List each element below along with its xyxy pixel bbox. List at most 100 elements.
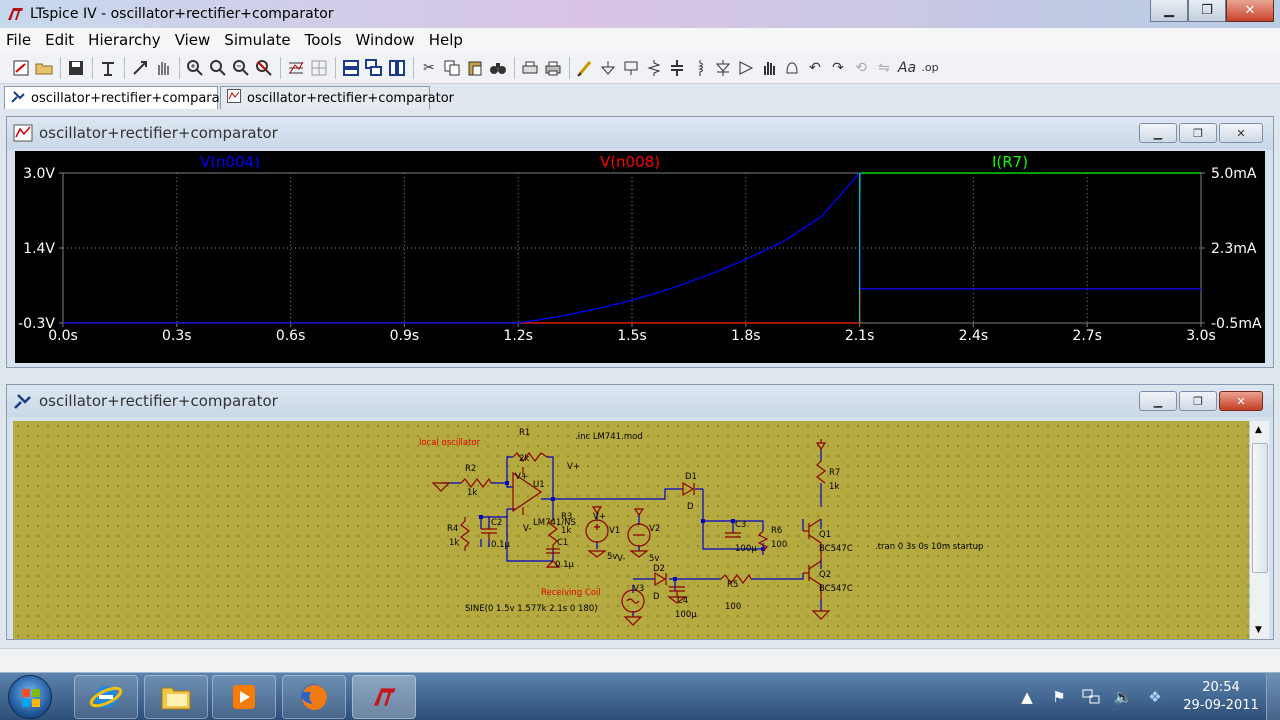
menu-edit[interactable]: Edit <box>45 31 75 49</box>
diode-icon[interactable] <box>712 57 734 79</box>
autorange-icon[interactable] <box>285 57 307 79</box>
scroll-down-icon[interactable]: ▼ <box>1255 625 1262 635</box>
mark-grid-icon[interactable] <box>308 57 330 79</box>
control-panel-icon[interactable] <box>97 57 119 79</box>
zoom-out-icon[interactable] <box>230 57 252 79</box>
x-tick-label: 0.9s <box>390 328 420 344</box>
system-tray: ▲ ⚑ 🔈 ❖ 20:54 29-09-2011 <box>1016 673 1280 720</box>
inductor-icon[interactable] <box>689 57 711 79</box>
ltspice-logo-icon <box>373 688 396 706</box>
minimize-button[interactable]: ▁ <box>1150 0 1188 22</box>
find-binoculars-icon[interactable] <box>487 57 509 79</box>
show-desktop-button[interactable] <box>1266 673 1280 720</box>
schematic-canvas[interactable]: local oscillator Receiving Coil .inc LM7… <box>13 421 1251 639</box>
media-player-button[interactable] <box>212 675 276 719</box>
copy-icon[interactable] <box>441 57 463 79</box>
tile-vertical-icon[interactable] <box>386 57 408 79</box>
schematic-window-header: oscillator+rectifier+comparator ▁ ❐ ✕ <box>7 385 1273 417</box>
v3-sine-value: SINE(0 1.5v 1.577k 2.1s 0 180) <box>465 604 598 614</box>
close-button[interactable]: ✕ <box>1219 123 1263 143</box>
minimize-icon: ▁ <box>1153 126 1163 140</box>
close-button[interactable]: ✕ <box>1219 391 1263 411</box>
d1-name: D1 <box>685 472 697 482</box>
zoom-in-icon[interactable] <box>184 57 206 79</box>
ltspice-taskbar-button[interactable] <box>352 675 416 719</box>
maximize-button[interactable]: ❐ <box>1188 0 1226 22</box>
resistor-icon[interactable] <box>643 57 665 79</box>
menu-simulate[interactable]: Simulate <box>224 31 291 49</box>
c2-name: C2 <box>491 518 502 528</box>
scroll-up-icon[interactable]: ▲ <box>1255 425 1262 435</box>
save-icon[interactable] <box>65 57 87 79</box>
tab-label: oscillator+rectifier+comparator <box>247 90 454 106</box>
tab-waveform[interactable]: oscillator+rectifier+comparator <box>220 86 454 109</box>
menu-file[interactable]: File <box>6 31 32 49</box>
redo-icon[interactable]: ↷ <box>832 59 844 76</box>
text-icon[interactable]: Aa <box>897 59 917 76</box>
firefox-button[interactable] <box>282 675 346 719</box>
schematic-vertical-scrollbar[interactable]: ▲ ▼ <box>1249 421 1269 639</box>
menu-view[interactable]: View <box>174 31 211 49</box>
undo-icon[interactable]: ↶ <box>809 59 821 76</box>
ground-icon[interactable] <box>597 57 619 79</box>
q2-value: BC547C <box>819 584 853 594</box>
menu-bar: File Edit Hierarchy View Simulate Tools … <box>0 28 1280 52</box>
run-icon[interactable] <box>129 57 151 79</box>
clock-time: 20:54 <box>1202 680 1240 695</box>
rotate-icon[interactable]: ⟲ <box>855 59 867 76</box>
show-hidden-icons-icon[interactable]: ▲ <box>1021 688 1033 706</box>
y-left-tick-label: 1.4V <box>23 241 55 257</box>
clock[interactable]: 20:54 29-09-2011 <box>1176 679 1266 715</box>
internet-explorer-icon <box>89 686 123 708</box>
start-button[interactable] <box>8 675 52 719</box>
restore-button[interactable]: ❐ <box>1179 123 1217 143</box>
volume-icon[interactable]: 🔈 <box>1113 688 1133 706</box>
tile-horizontal-icon[interactable] <box>340 57 362 79</box>
tab-schematic[interactable]: oscillator+rectifier+comparator <box>4 86 238 109</box>
print-setup-icon[interactable] <box>519 57 541 79</box>
move-hand-icon[interactable] <box>758 57 780 79</box>
folder-icon <box>161 687 191 710</box>
menu-hierarchy[interactable]: Hierarchy <box>88 31 161 49</box>
zoom-fit-icon[interactable] <box>253 57 275 79</box>
menu-help[interactable]: Help <box>428 31 463 49</box>
spice-directive-icon[interactable]: .op <box>921 61 939 74</box>
ltspice-logo-icon <box>8 8 23 20</box>
paste-icon[interactable] <box>464 57 486 79</box>
component-icon[interactable] <box>735 57 757 79</box>
drag-hand-icon[interactable] <box>781 57 803 79</box>
dropbox-icon[interactable]: ❖ <box>1148 688 1162 706</box>
c4-value: 100µ <box>675 610 697 620</box>
open-folder-icon[interactable] <box>33 57 55 79</box>
r5-value: 100 <box>725 602 741 612</box>
close-icon: ✕ <box>1244 3 1256 18</box>
action-center-flag-icon[interactable]: ⚑ <box>1052 688 1066 706</box>
network-icon[interactable] <box>1080 686 1102 708</box>
c1-value: 0.1µ <box>555 560 575 570</box>
restore-button[interactable]: ❐ <box>1179 391 1217 411</box>
capacitor-icon[interactable] <box>666 57 688 79</box>
print-icon[interactable] <box>542 57 564 79</box>
menu-tools[interactable]: Tools <box>304 31 342 49</box>
cut-icon[interactable]: ✂ <box>423 59 435 76</box>
menu-window[interactable]: Window <box>355 31 415 49</box>
close-button[interactable]: ✕ <box>1226 0 1274 22</box>
r1-name: R1 <box>519 428 530 438</box>
minimize-icon: ▁ <box>1153 394 1163 408</box>
new-schematic-icon[interactable] <box>10 57 32 79</box>
label-net-icon[interactable] <box>620 57 642 79</box>
mirror-icon[interactable]: ⇋ <box>878 59 890 76</box>
scrollbar-thumb[interactable] <box>1252 443 1268 573</box>
c2-value: 0.1µ <box>491 540 511 550</box>
halt-hand-icon[interactable] <box>152 57 174 79</box>
zoom-pan-icon[interactable] <box>207 57 229 79</box>
cascade-icon[interactable] <box>363 57 385 79</box>
d2-value: D <box>653 592 660 602</box>
explorer-button[interactable] <box>144 675 208 719</box>
minimize-button[interactable]: ▁ <box>1139 391 1177 411</box>
x-tick-label: 3.0s <box>1186 328 1216 344</box>
internet-explorer-button[interactable] <box>74 675 138 719</box>
minimize-button[interactable]: ▁ <box>1139 123 1177 143</box>
draw-wire-icon[interactable] <box>574 57 596 79</box>
